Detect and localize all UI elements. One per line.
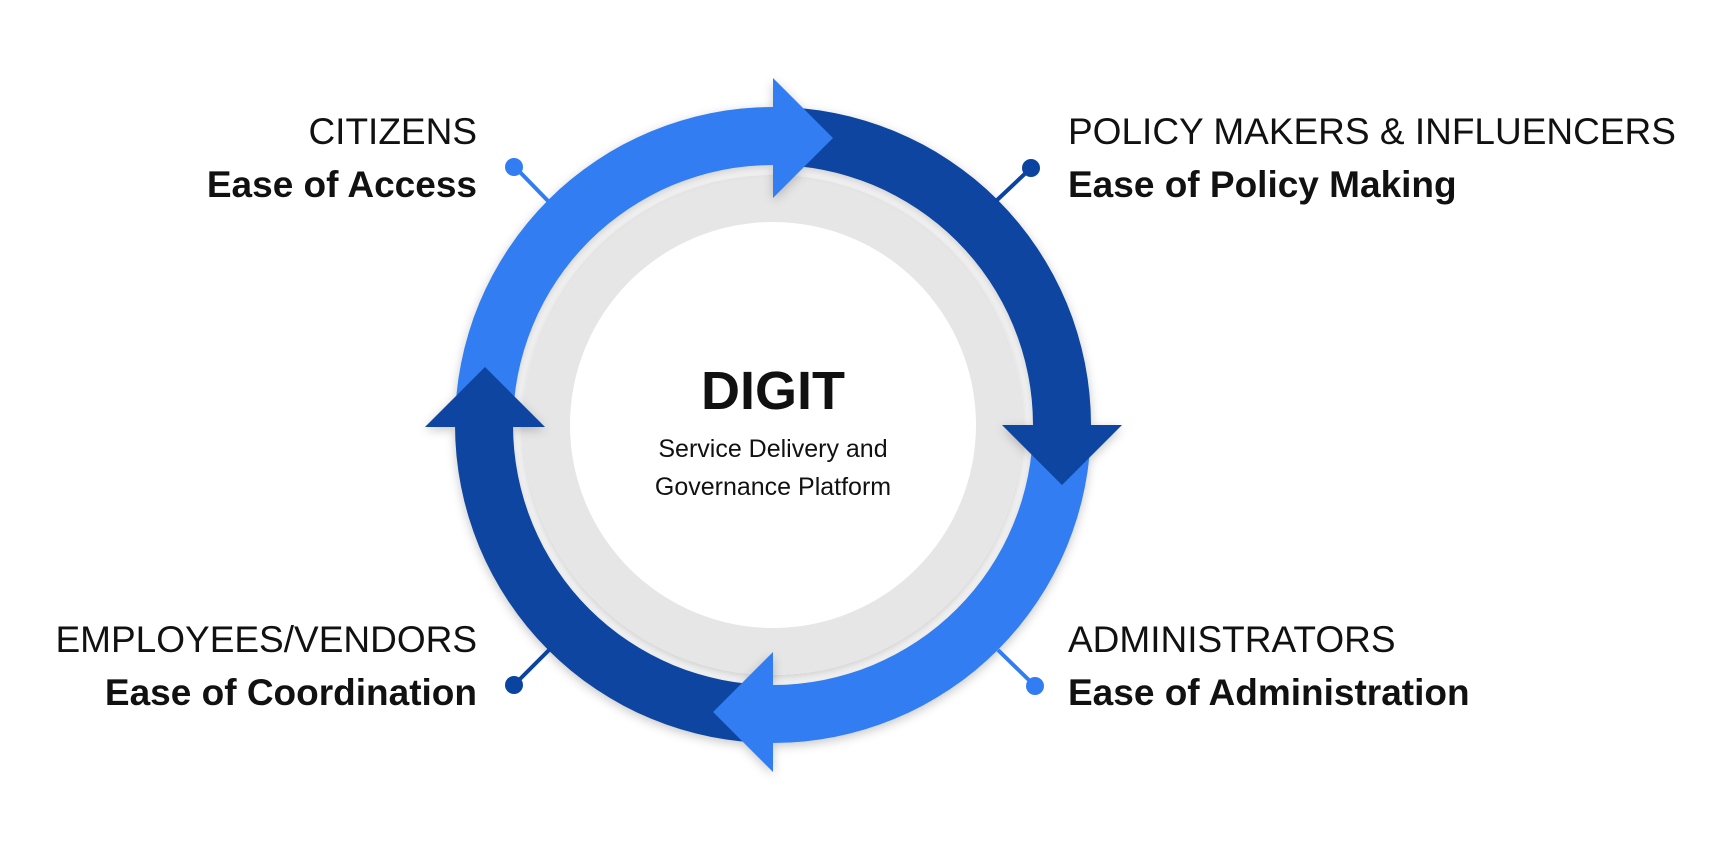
label-citizens: CITIZENS Ease of Access bbox=[0, 106, 477, 212]
group-name: CITIZENS bbox=[308, 111, 477, 152]
arrowhead-top bbox=[773, 78, 833, 198]
group-name: POLICY MAKERS & INFLUENCERS bbox=[1068, 111, 1676, 152]
connector-top-left bbox=[505, 158, 552, 205]
connector-top-right bbox=[993, 159, 1040, 204]
benefit-name: Ease of Policy Making bbox=[1068, 164, 1457, 205]
group-name: EMPLOYEES/VENDORS bbox=[55, 619, 477, 660]
benefit-name: Ease of Access bbox=[206, 164, 477, 205]
connector-bottom-right bbox=[996, 648, 1044, 695]
benefit-name: Ease of Coordination bbox=[104, 672, 477, 713]
label-employees-vendors: EMPLOYEES/VENDORS Ease of Coordination bbox=[0, 614, 477, 720]
benefit-name: Ease of Administration bbox=[1068, 672, 1470, 713]
label-policy-makers: POLICY MAKERS & INFLUENCERS Ease of Poli… bbox=[1068, 106, 1688, 212]
arrowhead-left bbox=[425, 367, 545, 427]
center-subtitle: Service Delivery and Governance Platform bbox=[573, 430, 973, 506]
connector-bottom-left bbox=[505, 647, 552, 694]
label-administrators: ADMINISTRATORS Ease of Administration bbox=[1068, 614, 1688, 720]
center-title: DIGIT bbox=[701, 361, 845, 421]
group-name: ADMINISTRATORS bbox=[1068, 619, 1396, 660]
center-disc bbox=[570, 222, 976, 628]
arrowhead-bottom bbox=[713, 652, 773, 772]
center-subtitle-line2: Governance Platform bbox=[654, 473, 892, 501]
center-subtitle-line1: Service Delivery and bbox=[658, 435, 888, 463]
arrowhead-right bbox=[1002, 425, 1122, 485]
